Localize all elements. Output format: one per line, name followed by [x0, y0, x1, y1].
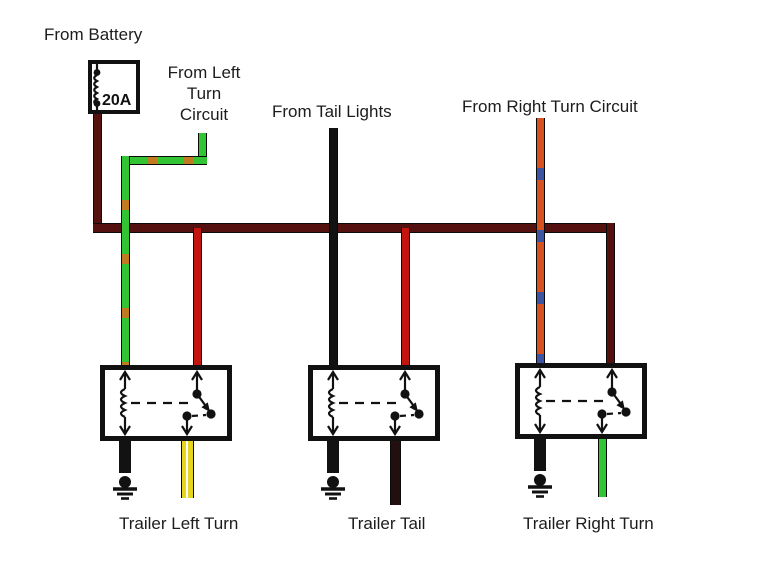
from-battery-label: From Battery	[44, 25, 143, 44]
wire-battery-feed	[93, 112, 102, 233]
trailer-left-turn-label: Trailer Left Turn	[119, 514, 239, 533]
fuse-icon: 20A	[88, 60, 140, 114]
wire-left-turn-feed-down	[120, 156, 130, 365]
from-left-turn-label: From Left Turn Circuit	[167, 63, 241, 124]
wire-ground-tail-relay	[327, 440, 339, 473]
wire-bus-right-drop	[605, 223, 615, 363]
wire-tail-lights-feed	[328, 128, 338, 365]
wire-right-turn-feed	[535, 118, 545, 363]
relay-symbol-tail	[308, 365, 440, 441]
wire-trailer-tail-output	[389, 440, 401, 505]
relay-symbol-left-turn	[100, 365, 232, 441]
wire-trailer-right-turn-output	[597, 438, 607, 497]
trailer-right-turn-label: Trailer Right Turn	[523, 514, 654, 533]
wire-power-bus	[93, 223, 613, 233]
wire-ground-left-relay	[119, 440, 131, 473]
relay-symbol-right-turn	[515, 363, 647, 439]
wire-red-drop-tail-relay	[400, 228, 410, 365]
wire-red-drop-left-relay	[192, 228, 202, 365]
fuse-rating: 20A	[102, 92, 132, 109]
ground-icon	[319, 475, 347, 501]
ground-icon	[111, 475, 139, 501]
from-tail-lights-label: From Tail Lights	[272, 102, 392, 121]
trailer-tail-label: Trailer Tail	[348, 514, 426, 533]
wire-ground-right-relay	[534, 438, 546, 471]
from-right-turn-label: From Right Turn Circuit	[462, 97, 638, 116]
wire-trailer-left-turn-output	[180, 440, 194, 498]
wire-left-turn-feed-horizontal	[120, 156, 207, 165]
ground-icon	[526, 473, 554, 499]
wire-left-turn-feed-top	[198, 133, 207, 165]
